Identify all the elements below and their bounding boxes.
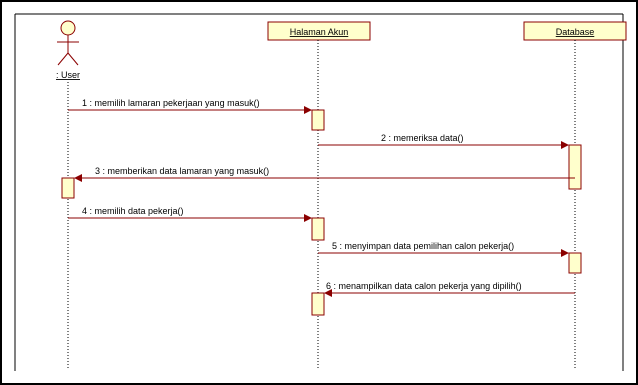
message-label: 6 : menampilkan data calon pekerja yang … (326, 281, 522, 291)
actor-right-leg (67, 52, 79, 66)
activation-halaman-akun-2 (311, 217, 325, 241)
activation-user-1 (61, 177, 75, 199)
activation-halaman-akun-1 (311, 109, 325, 131)
actor-head-icon (60, 20, 76, 36)
activation-database-1 (568, 144, 582, 190)
actor-name: : User (56, 70, 80, 80)
message-label: 4 : memilih data pekerja() (82, 206, 184, 216)
actor-left-leg (57, 52, 69, 66)
message-5[interactable]: 5 : menyimpan data pemilihan calon peker… (318, 241, 569, 257)
message-label: 1 : memilih lamaran pekerjaan yang masuk… (82, 98, 260, 108)
object-database[interactable]: Database (523, 21, 627, 41)
message-4[interactable]: 4 : memilih data pekerja() (68, 206, 312, 222)
object-name: Halaman Akun (290, 27, 349, 37)
message-3[interactable]: 3 : memberikan data lamaran yang masuk() (74, 166, 575, 182)
message-1[interactable]: 1 : memilih lamaran pekerjaan yang masuk… (68, 98, 312, 114)
message-label: 5 : menyimpan data pemilihan calon peker… (332, 241, 514, 251)
activation-halaman-akun-3 (311, 292, 325, 316)
message-label: 3 : memberikan data lamaran yang masuk() (95, 166, 269, 176)
actor-user[interactable]: : User (56, 20, 80, 80)
message-6[interactable]: 6 : menampilkan data calon pekerja yang … (324, 281, 575, 297)
object-name: Database (556, 27, 595, 37)
message-2[interactable]: 2 : memeriksa data() (318, 133, 569, 149)
object-box (267, 21, 371, 41)
object-halaman-akun[interactable]: Halaman Akun (267, 21, 371, 41)
message-label: 2 : memeriksa data() (381, 133, 464, 143)
activation-database-2 (568, 252, 582, 274)
